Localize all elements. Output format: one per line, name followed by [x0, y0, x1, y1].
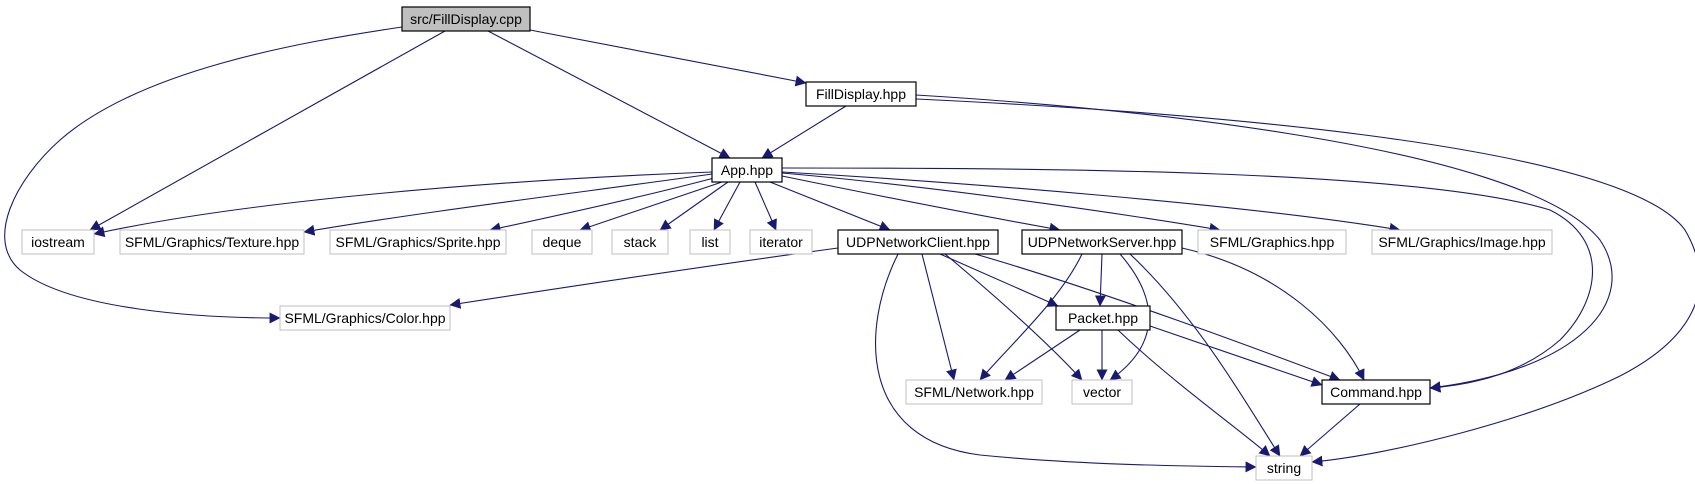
node-label: Packet.hpp: [1068, 310, 1138, 326]
node-udp_client[interactable]: UDPNetworkClient.hpp: [837, 229, 999, 255]
edge-udp_server-to-packet_hpp: [1094, 253, 1106, 307]
node-label: list: [701, 234, 718, 250]
edge-app_hpp-to-sfml_texture: [303, 173, 713, 236]
edge-udp_client-to-sfml_network: [921, 253, 957, 381]
edges-layer: [4, 26, 1695, 473]
node-sfml_image: SFML/Graphics/Image.hpp: [1371, 229, 1553, 255]
node-sfml_network: SFML/Network.hpp: [905, 379, 1043, 405]
node-filldisplay_hpp[interactable]: FillDisplay.hpp: [805, 81, 917, 107]
node-box: [1071, 379, 1133, 405]
node-box: [279, 305, 451, 331]
node-box: [711, 157, 783, 183]
edge-udp_client-to-string: [875, 253, 1257, 473]
edge-packet_hpp-to-sfml_network: [1004, 329, 1081, 381]
node-label: SFML/Graphics/Color.hpp: [284, 310, 445, 326]
node-iostream: iostream: [21, 229, 95, 255]
node-box: [1021, 229, 1183, 255]
node-box: [611, 229, 669, 255]
node-app_hpp[interactable]: App.hpp: [711, 157, 783, 183]
node-string: string: [1255, 455, 1313, 481]
edge-app_hpp-to-stack: [659, 181, 729, 231]
node-stack: stack: [611, 229, 669, 255]
edge-filldisplay_hpp-to-string: [915, 98, 1695, 467]
node-list: list: [689, 229, 731, 255]
node-label: iterator: [759, 234, 803, 250]
node-label: FillDisplay.hpp: [816, 86, 906, 102]
edge-app_hpp-to-command_hpp: [781, 167, 1594, 393]
node-label: deque: [543, 234, 582, 250]
node-box: [689, 229, 731, 255]
node-box: [329, 229, 507, 255]
edge-app_hpp-to-deque: [579, 181, 723, 232]
node-label: Command.hpp: [1330, 384, 1422, 400]
node-label: UDPNetworkServer.hpp: [1028, 234, 1177, 250]
node-box: [401, 6, 531, 32]
node-label: SFML/Graphics/Sprite.hpp: [336, 234, 501, 250]
node-box: [531, 229, 593, 255]
edge-src_filldisplay_cpp-to-iostream: [89, 30, 446, 231]
edge-app_hpp-to-iterator: [754, 181, 777, 231]
node-sfml_graphics: SFML/Graphics.hpp: [1197, 229, 1347, 255]
edge-app_hpp-to-list: [713, 181, 741, 231]
edge-udp_server-to-string: [1129, 253, 1281, 457]
nodes-layer: src/FillDisplay.cppFillDisplay.hppApp.hp…: [21, 6, 1553, 481]
node-box: [119, 229, 305, 255]
edge-udp_server-to-command_hpp: [1181, 247, 1365, 381]
node-label: SFML/Graphics/Image.hpp: [1378, 234, 1546, 250]
node-iterator: iterator: [749, 229, 813, 255]
node-label: SFML/Graphics/Texture.hpp: [125, 234, 300, 250]
edge-src_filldisplay_cpp-to-app_hpp: [487, 30, 731, 159]
edge-src_filldisplay_cpp-to-filldisplay_hpp: [529, 29, 807, 87]
node-box: [905, 379, 1043, 405]
edge-app_hpp-to-sfml_sprite: [489, 177, 715, 234]
edge-udp_server-to-sfml_network: [979, 253, 1083, 381]
node-label: stack: [624, 234, 658, 250]
edge-app_hpp-to-sfml_image: [781, 171, 1401, 234]
edge-udp_client-to-command_hpp: [974, 253, 1341, 382]
node-label: App.hpp: [721, 162, 773, 178]
node-src_filldisplay_cpp[interactable]: src/FillDisplay.cpp: [401, 6, 531, 32]
node-command_hpp[interactable]: Command.hpp: [1321, 379, 1431, 405]
node-box: [1255, 455, 1313, 481]
node-deque: deque: [531, 229, 593, 255]
edge-app_hpp-to-udp_client: [769, 181, 891, 232]
node-label: iostream: [31, 234, 85, 250]
node-label: SFML/Graphics.hpp: [1210, 234, 1335, 250]
node-box: [21, 229, 95, 255]
node-packet_hpp[interactable]: Packet.hpp: [1055, 305, 1151, 331]
node-label: string: [1267, 460, 1301, 476]
node-box: [805, 81, 917, 107]
node-box: [1055, 305, 1151, 331]
edge-src_filldisplay_cpp-to-sfml_color: [4, 26, 403, 324]
node-vector: vector: [1071, 379, 1133, 405]
node-box: [837, 229, 999, 255]
edge-filldisplay_hpp-to-app_hpp: [761, 105, 847, 159]
node-label: src/FillDisplay.cpp: [410, 11, 522, 27]
edge-app_hpp-to-udp_server: [781, 175, 1061, 234]
node-udp_server[interactable]: UDPNetworkServer.hpp: [1021, 229, 1183, 255]
node-sfml_texture: SFML/Graphics/Texture.hpp: [119, 229, 305, 255]
node-label: UDPNetworkClient.hpp: [846, 234, 990, 250]
node-sfml_sprite: SFML/Graphics/Sprite.hpp: [329, 229, 507, 255]
node-box: [749, 229, 813, 255]
edge-udp_client-to-vector: [944, 253, 1083, 381]
edge-udp_client-to-packet_hpp: [939, 253, 1059, 307]
node-box: [1321, 379, 1431, 405]
node-box: [1371, 229, 1553, 255]
node-label: SFML/Network.hpp: [914, 384, 1034, 400]
node-sfml_color: SFML/Graphics/Color.hpp: [279, 305, 451, 331]
edge-packet_hpp-to-string: [1117, 329, 1271, 457]
node-box: [1197, 229, 1347, 255]
node-label: vector: [1083, 384, 1121, 400]
edge-udp_client-to-sfml_color: [449, 247, 839, 309]
edge-app_hpp-to-sfml_graphics: [781, 172, 1221, 234]
edge-packet_hpp-to-command_hpp: [1149, 325, 1323, 387]
edge-app_hpp-to-iostream: [93, 171, 713, 238]
edge-command_hpp-to-string: [1299, 403, 1361, 457]
